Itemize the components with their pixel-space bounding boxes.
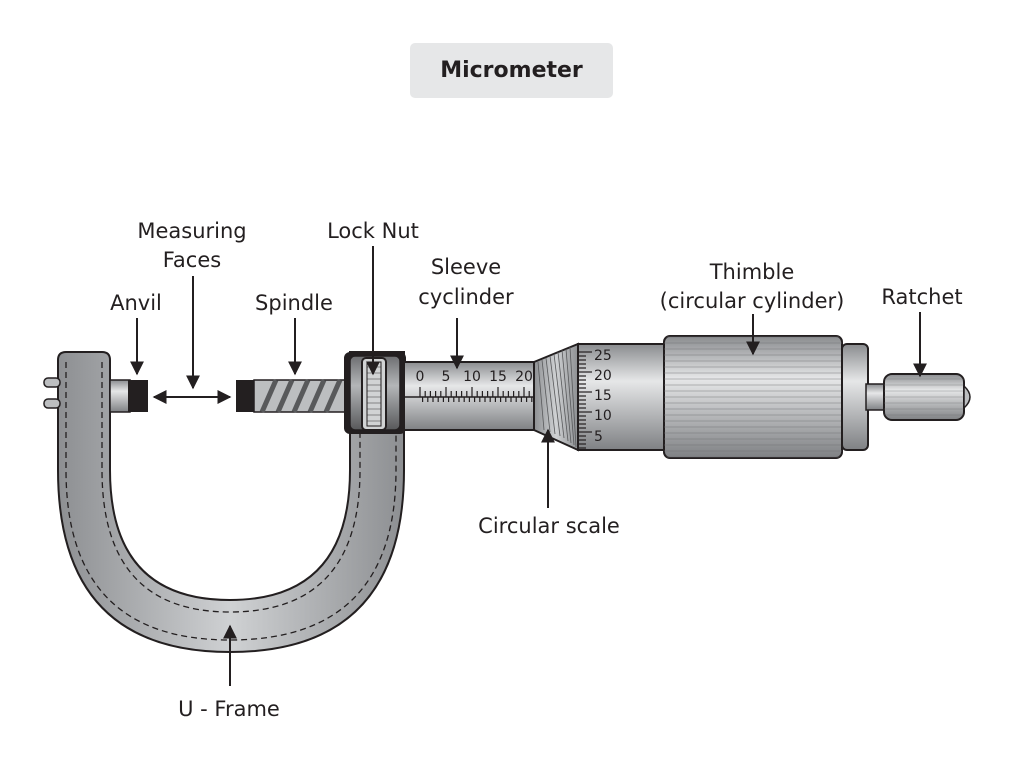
labels: Measuring Faces Lock Nut Anvil Spindle S… [110,219,963,721]
lock-nut [344,352,406,434]
label-ratchet: Ratchet [881,285,962,309]
u-frame [57,351,405,654]
label-faces: Faces [163,248,221,272]
thimble-scale-10: 10 [594,408,612,424]
thimble-scale-20: 20 [594,368,612,384]
label-u-frame: U - Frame [178,697,280,721]
sleeve-scale-15: 15 [489,369,507,385]
frame-pins [43,377,61,409]
callout-arrows [130,246,927,686]
sleeve-ticks [419,387,533,402]
label-measuring: Measuring [137,219,246,243]
thimble-scale-25: 25 [594,348,612,364]
label-lock-nut: Lock Nut [327,219,419,243]
sleeve-scale-0: 0 [416,369,425,385]
thimble-scale-15: 15 [594,388,612,404]
label-anvil: Anvil [110,291,162,315]
title-box: Micrometer [410,43,613,98]
thimble [663,335,869,459]
spindle [236,378,351,414]
label-cyclinder: cyclinder [418,285,514,309]
sleeve-scale-10: 10 [463,369,481,385]
sleeve-scale-5: 5 [442,369,451,385]
thimble-scale-5: 5 [594,429,603,445]
label-circular-scale: Circular scale [478,514,620,538]
sleeve-scale-20: 20 [515,369,533,385]
diagram-title: Micrometer [440,58,583,83]
sleeve-cylinder: 0 5 10 15 20 [403,361,535,431]
ratchet [865,373,971,421]
sleeve-scale: 0 5 10 15 20 [416,369,533,385]
label-thimble: Thimble [709,260,795,284]
thimble-scale-ring: 25 20 15 10 5 [577,343,665,451]
anvil [109,379,148,413]
circular-scale [533,342,579,452]
label-circular-cylinder: (circular cylinder) [660,289,845,313]
label-sleeve: Sleeve [431,255,501,279]
label-spindle: Spindle [255,291,333,315]
thimble-ticks [578,351,592,449]
